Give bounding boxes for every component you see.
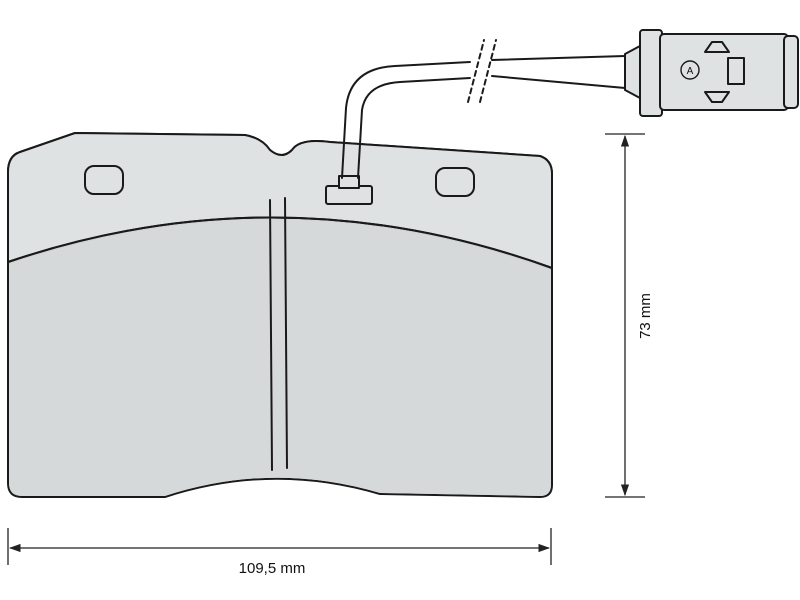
connector-cap — [783, 35, 799, 109]
sensor-clip-neck — [338, 175, 360, 189]
cable-break-mark-2 — [479, 39, 497, 103]
connector-marker-label: A — [687, 66, 694, 77]
friction-top-edge — [7, 216, 553, 269]
left-mounting-hole — [84, 165, 124, 195]
friction-material — [9, 219, 551, 496]
sensor-cable-inner-2 — [491, 75, 626, 89]
connector-bottom-notch — [704, 91, 730, 103]
center-slot — [269, 199, 273, 471]
right-mounting-hole — [435, 167, 475, 197]
sensor-cable-inner — [357, 77, 471, 179]
connector-top-notch — [704, 41, 730, 53]
sensor-cable-outer-2 — [491, 55, 626, 61]
connector-collar — [624, 45, 641, 99]
height-dim-label: 73 mm — [637, 293, 654, 339]
center-slot-edge — [284, 197, 288, 469]
connector-window — [727, 57, 745, 85]
width-dim-label: 109,5 mm — [239, 560, 306, 577]
connector-flange — [639, 29, 663, 117]
cable-break-mark-1 — [467, 39, 485, 103]
connector-marker-circle — [680, 60, 700, 80]
sensor-cable-outer — [341, 61, 471, 179]
